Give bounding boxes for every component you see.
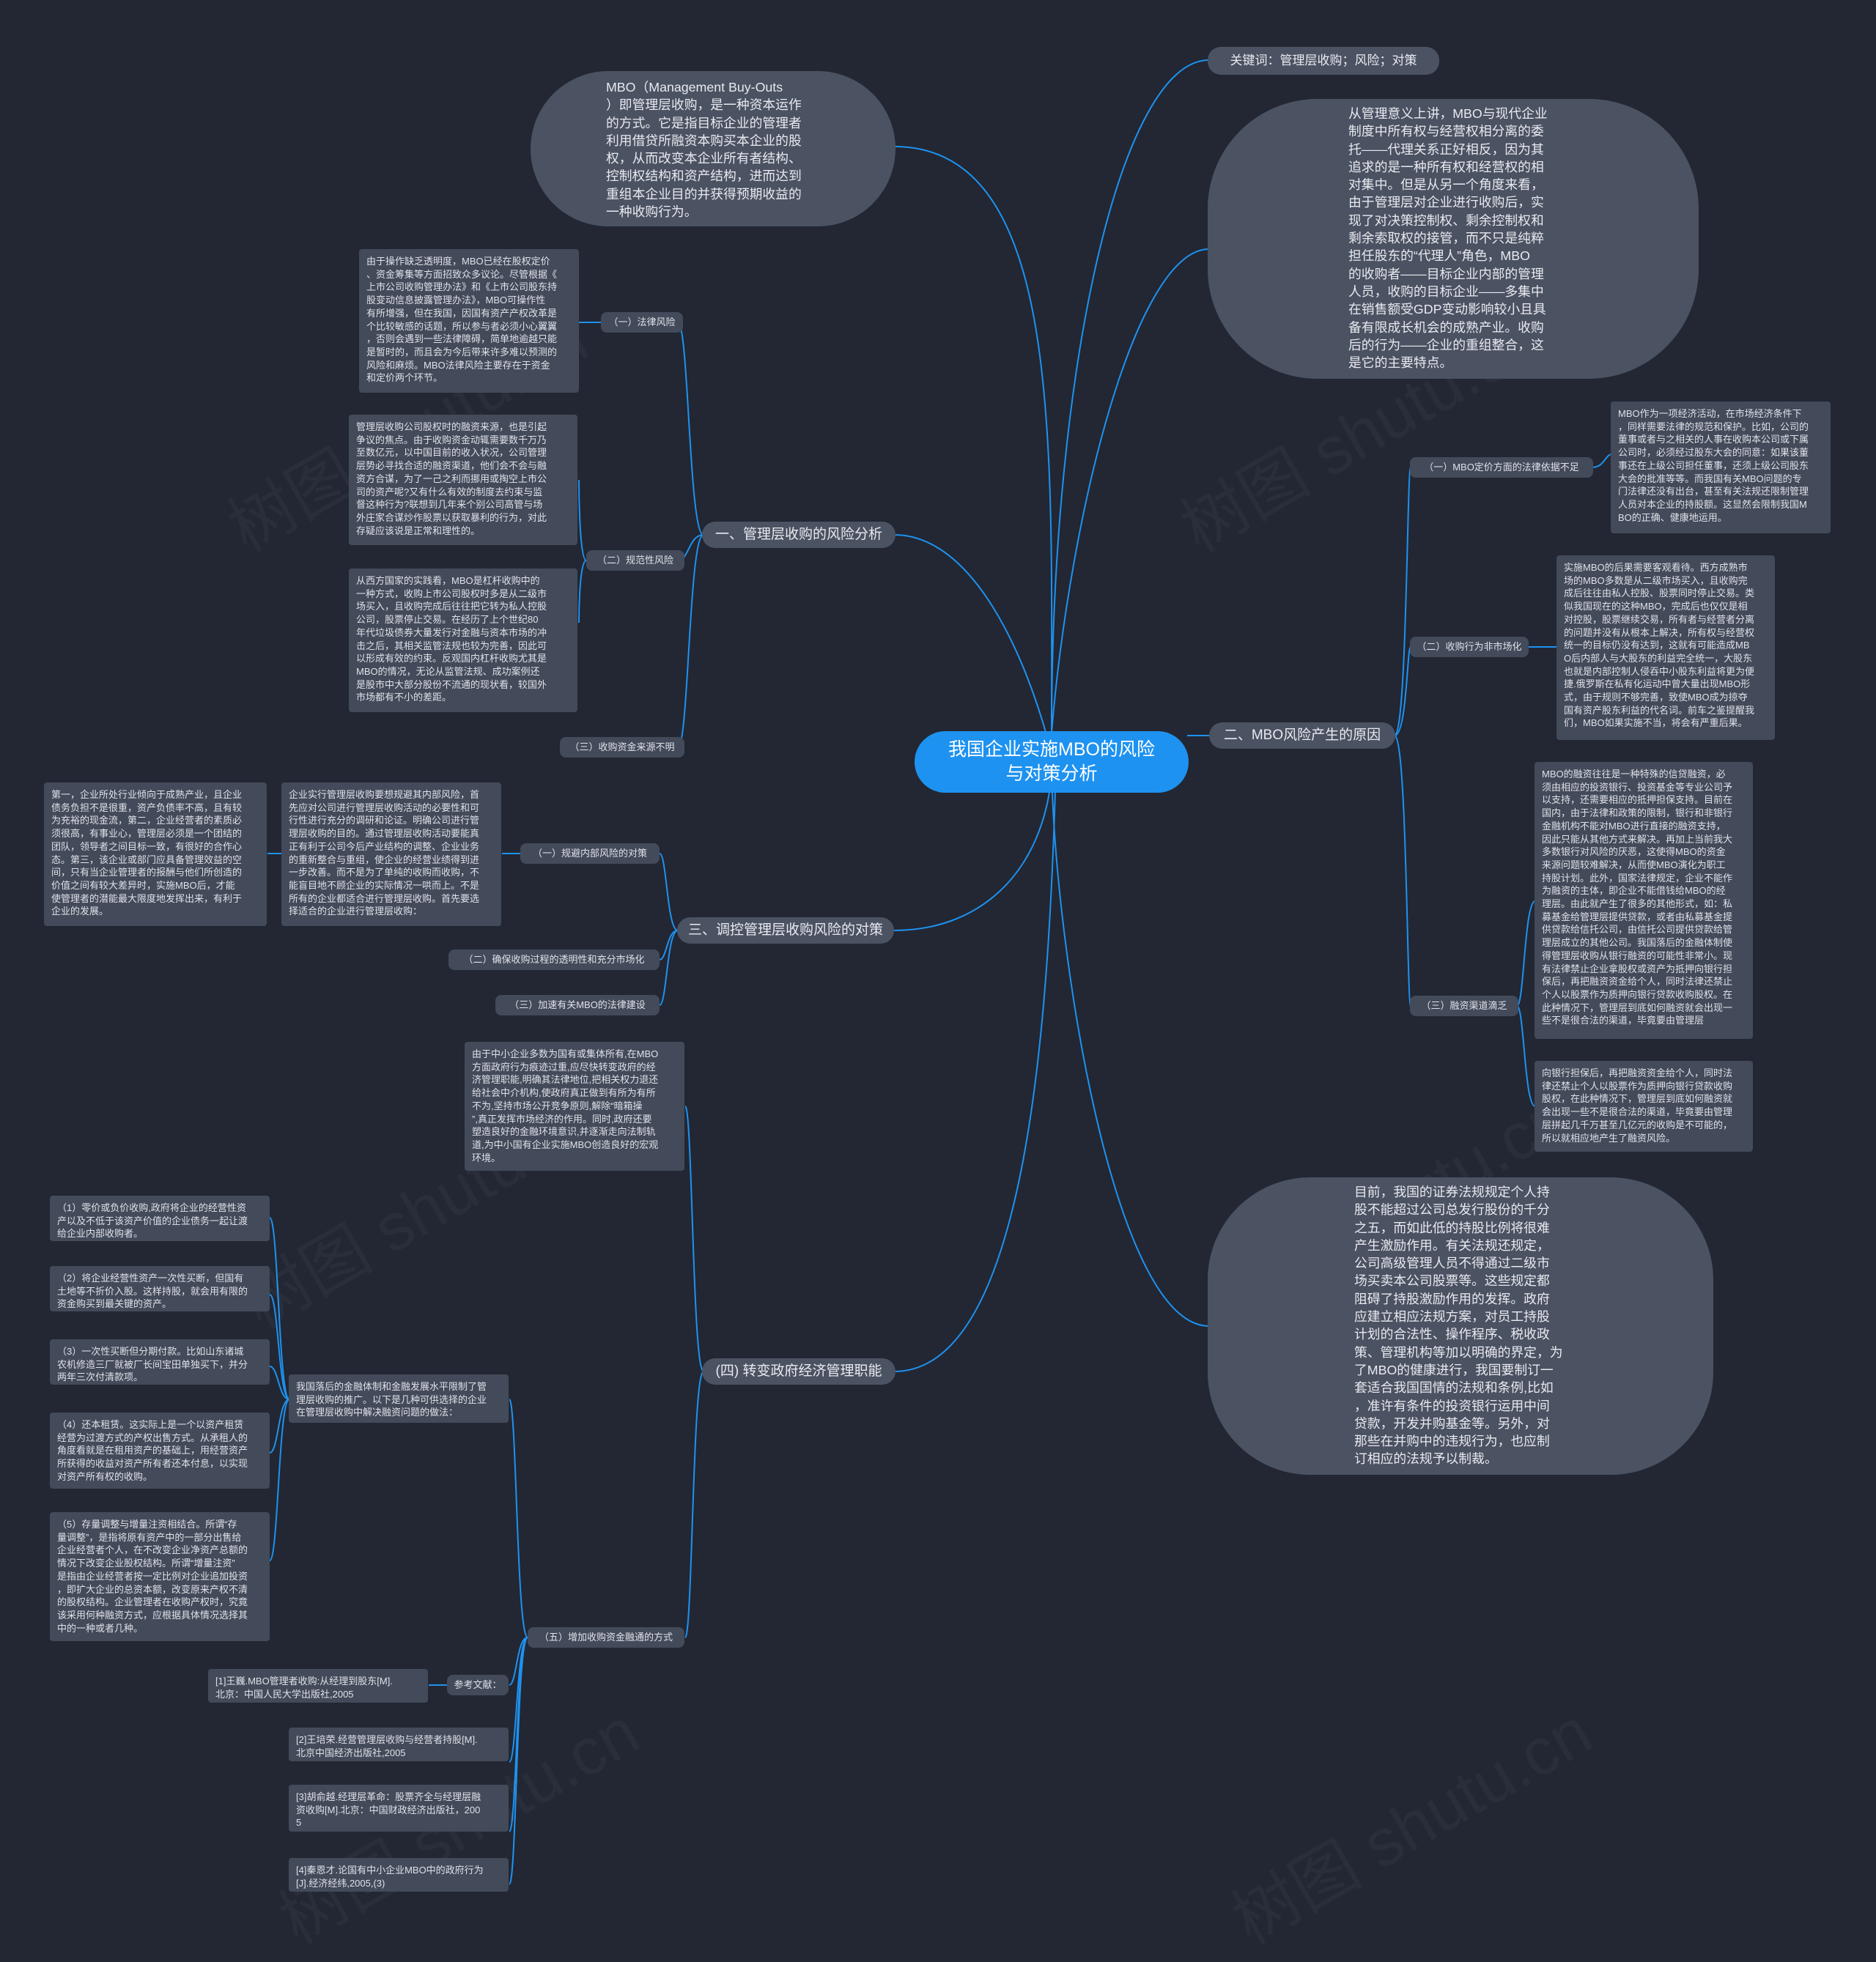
sub-financing-channel[interactable]: （三）融资渠道滴乏 xyxy=(1410,996,1518,1016)
normative-risk-text-2: 从西方国家的实践看，MBO是杠杆收购中的 一种方式，收购上市公司股权时多是从二级… xyxy=(349,569,577,712)
non-market-text: 实施MBO的后果需要客观看待。西方成熟市 场的MBO多数是从二级市场买入，且收购… xyxy=(1556,555,1775,740)
internal-risk-subtext: 第一，企业所处行业倾向于成熟产业，且企业 债务负担不是很重，资产负债率不高，且有… xyxy=(44,782,267,926)
reference-4: [4]秦恩才.论国有中小企业MBO中的政府行为 [J].经济经纬,2005,(3… xyxy=(289,1858,509,1892)
financing-method-2: （2）将企业经营性资产一次性买断，但国有 土地等不折价入股。这样持股，就会用有限… xyxy=(50,1266,270,1311)
mbo-definition-node[interactable]: MBO（Management Buy-Outs ）即管理层收购，是一种资本运作 … xyxy=(531,71,895,226)
branch-risk-causes[interactable]: 二、MBO风险产生的原因 xyxy=(1209,722,1395,749)
internal-risk-text: 企业实行管理层收购要想规避其内部风险，首 先应对公司进行管理层收购活动的必要性和… xyxy=(281,782,501,926)
sub-financing-methods[interactable]: （五）增加收购资金融通的方式 xyxy=(528,1627,684,1648)
branch-government-function[interactable]: (四) 转变政府经济管理职能 xyxy=(702,1358,895,1385)
financing-method-4: （4）还本租赁。这实际上是一个以资产租赁 经营为过渡方式的产权出售方式。从承租人… xyxy=(50,1413,270,1489)
sub-legal-construction[interactable]: （三）加速有关MBO的法律建设 xyxy=(495,995,660,1015)
management-meaning-node[interactable]: 从管理意义上讲，MBO与现代企业 制度中所有权与经营权相分离的委 托——代理关系… xyxy=(1208,99,1699,379)
government-text: 由于中小企业多数为国有或集体所有,在MBO 方面政府行为痕迹过重,应尽快转变政府… xyxy=(465,1042,684,1171)
sub-legal-risk[interactable]: （一）法律风险 xyxy=(601,312,683,333)
legal-risk-text: 由于操作缺乏透明度，MBO已经在股权定价 、资金筹集等方面招致众多议论。尽管根据… xyxy=(359,249,579,393)
financing-method-1: （1）零价或负价收购,政府将企业的经营性资 产以及不低于该资产价值的企业债务一起… xyxy=(50,1196,270,1241)
branch-countermeasures[interactable]: 三、调控管理层收购风险的对策 xyxy=(677,917,894,944)
reference-3: [3]胡俞越.经理层革命：股票齐全与经理层融 资收购[M].北京：中国财政经济出… xyxy=(289,1785,509,1832)
securities-regulation-node[interactable]: 目前，我国的证券法规规定个人持 股不能超过公司总发行股份的千分 之五，而如此低的… xyxy=(1208,1177,1713,1475)
sub-unclear-funding[interactable]: （三）收购资金来源不明 xyxy=(560,737,684,758)
references-label[interactable]: 参考文献： xyxy=(447,1675,509,1695)
sub-normative-risk[interactable]: （二）规范性风险 xyxy=(586,550,684,571)
sub-transparency[interactable]: （二）确保收购过程的透明性和充分市场化 xyxy=(448,949,660,970)
financing-channel-text-1: MBO的融资往往是一种特殊的信贷融资，必 须由相应的投资银行、投资基金等专业公司… xyxy=(1535,762,1753,1039)
pricing-law-text: MBO作为一项经济活动，在市场经济条件下 ，同样需要法律的规范和保护。比如，公司… xyxy=(1611,401,1831,533)
sub-non-market[interactable]: （二）收购行为非市场化 xyxy=(1410,637,1529,657)
financing-method-5: （5）存量调整与增量注资相结合。所谓“存 量调整”，是指将原有资产中的一部分出售… xyxy=(50,1512,270,1641)
sub-internal-risk[interactable]: （一）规避内部风险的对策 xyxy=(520,843,660,864)
reference-1: [1]王巍.MBO管理者收购:从经理到股东[M]. 北京：中国人民大学出版社,2… xyxy=(208,1669,428,1703)
normative-risk-text-1: 管理层收购公司股权时的融资来源，也是引起 争议的焦点。由于收购资金动辄需要数千万… xyxy=(349,415,577,545)
sub-pricing-law[interactable]: （一）MBO定价方面的法律依据不足 xyxy=(1410,457,1593,478)
financing-method-3: （3）一次性买断但分期付款。比如山东诸城 农机修造三厂就被厂长间宝田单独买下，并… xyxy=(50,1339,270,1385)
root-topic[interactable]: 我国企业实施MBO的风险 与对策分析 xyxy=(915,731,1189,793)
branch-risk-analysis[interactable]: 一、管理层收购的风险分析 xyxy=(702,522,895,548)
keywords-node[interactable]: 关键词：管理层收购；风险；对策 xyxy=(1208,47,1439,75)
financing-channel-text-2: 向银行担保后，再把融资资金给个人，同时法 律还禁止个人以股票作为质押向银行贷款收… xyxy=(1535,1061,1753,1152)
reference-2: [2]王培荣.经营管理层收购与经营者持股[M]. 北京中国经济出版社,2005 xyxy=(289,1728,509,1761)
financing-intro-text: 我国落后的金融体制和金融发展水平限制了管 理层收购的推广。以下是几种可供选择的企… xyxy=(289,1374,509,1423)
